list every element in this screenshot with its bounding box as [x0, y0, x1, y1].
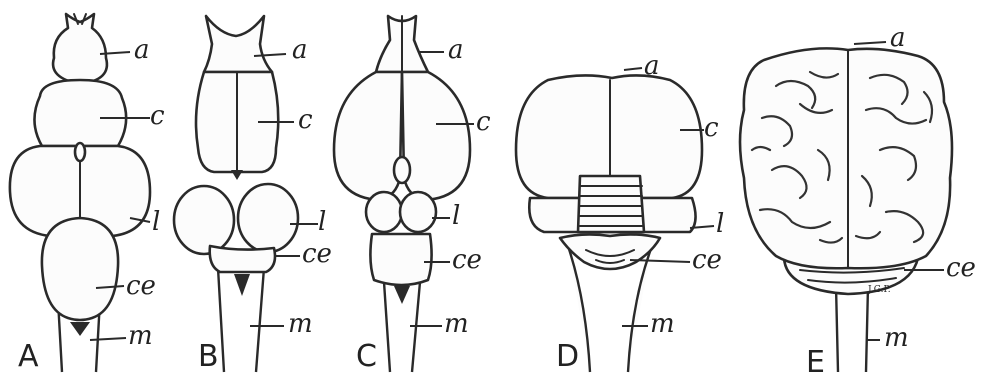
panel-a-olfactory-lobe: [53, 14, 107, 84]
panel-d: a c l ce m D: [516, 51, 724, 374]
panel-b-label-l: l: [318, 207, 326, 237]
panel-e-cerebrum: [740, 48, 952, 268]
panel-d-label-l: l: [716, 209, 724, 239]
panel-e-medulla: [836, 286, 868, 372]
panel-a-label-ce: ce: [126, 271, 156, 301]
panel-b-label-m: m: [288, 309, 313, 339]
artist-signature: J.G.P.: [867, 285, 891, 295]
panel-a: a c l ce m A: [10, 14, 165, 374]
panel-c-label-a: a: [448, 35, 464, 65]
panel-d-label-a: a: [644, 51, 660, 81]
panel-d-label-c: c: [704, 113, 719, 143]
panel-a-pineal: [75, 143, 85, 161]
panel-b-label-a: a: [292, 35, 308, 65]
panel-d-label-ce: ce: [692, 245, 722, 275]
panel-c-caption: C: [356, 339, 377, 374]
panel-a-label-m: m: [128, 321, 153, 351]
panel-a-label-a: a: [134, 35, 150, 65]
panel-c-optic-lobe-left: [366, 192, 402, 232]
panel-d-cerebellum: [578, 176, 644, 232]
panel-a-label-l: l: [152, 207, 160, 237]
panel-c-cerebrum-right: [402, 72, 470, 200]
panel-c-label-m: m: [444, 309, 469, 339]
panel-a-cerebrum: [34, 80, 126, 146]
panel-b-optic-lobe-right: [238, 184, 298, 252]
panel-b-cerebellum: [210, 246, 275, 272]
panel-b: a c l ce m B: [174, 16, 332, 374]
panel-b-olfactory-lobe: [204, 16, 272, 72]
panel-c-pineal: [394, 157, 410, 183]
panel-e-label-a: a: [890, 23, 906, 53]
panel-d-label-m: m: [650, 309, 675, 339]
panel-b-label-ce: ce: [302, 239, 332, 269]
panel-a-caption: A: [18, 339, 39, 374]
panel-c-label-c: c: [476, 107, 491, 137]
panel-a-label-c: c: [150, 101, 165, 131]
panel-e-label-m: m: [884, 323, 909, 353]
panel-d-caption: D: [556, 339, 579, 374]
panel-b-caption: B: [198, 339, 219, 374]
panel-b-label-c: c: [298, 105, 313, 135]
panel-c-label-l: l: [452, 201, 460, 231]
panel-a-cerebellum: [42, 218, 118, 320]
panel-c: a c l ce m C: [334, 16, 491, 374]
panel-c-label-ce: ce: [452, 245, 482, 275]
panel-e-label-ce: ce: [946, 253, 976, 283]
panel-b-optic-lobe-left: [174, 186, 234, 254]
panel-c-cerebrum-left: [334, 72, 402, 200]
panel-c-cerebellum: [370, 234, 431, 285]
panel-c-optic-lobe-right: [400, 192, 436, 232]
panel-e: a ce m J.G.P. E: [740, 23, 976, 379]
panel-e-caption: E: [806, 345, 825, 379]
